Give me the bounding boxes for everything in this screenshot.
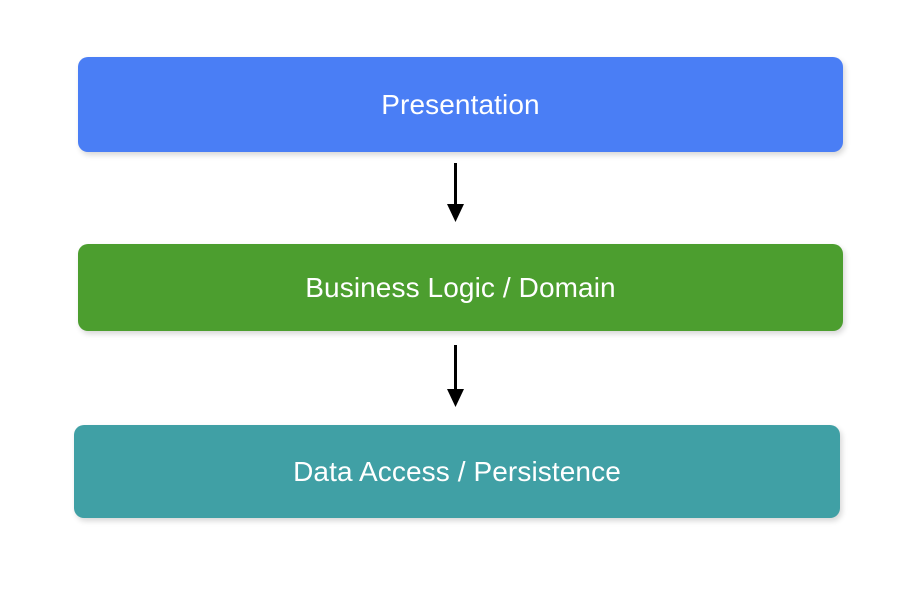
layer-label-data-access: Data Access / Persistence [293,455,621,487]
layer-label-business-logic: Business Logic / Domain [305,271,616,303]
arrow-presentation-to-business [447,163,464,222]
layer-box-data-access[interactable]: Data Access / Persistence [74,425,840,518]
layer-label-presentation: Presentation [381,88,540,120]
arrow-head [447,204,464,222]
layer-box-presentation[interactable]: Presentation [78,57,843,152]
layer-box-business-logic[interactable]: Business Logic / Domain [78,244,843,331]
arrow-head [447,389,464,407]
arrow-business-to-data [447,345,464,407]
